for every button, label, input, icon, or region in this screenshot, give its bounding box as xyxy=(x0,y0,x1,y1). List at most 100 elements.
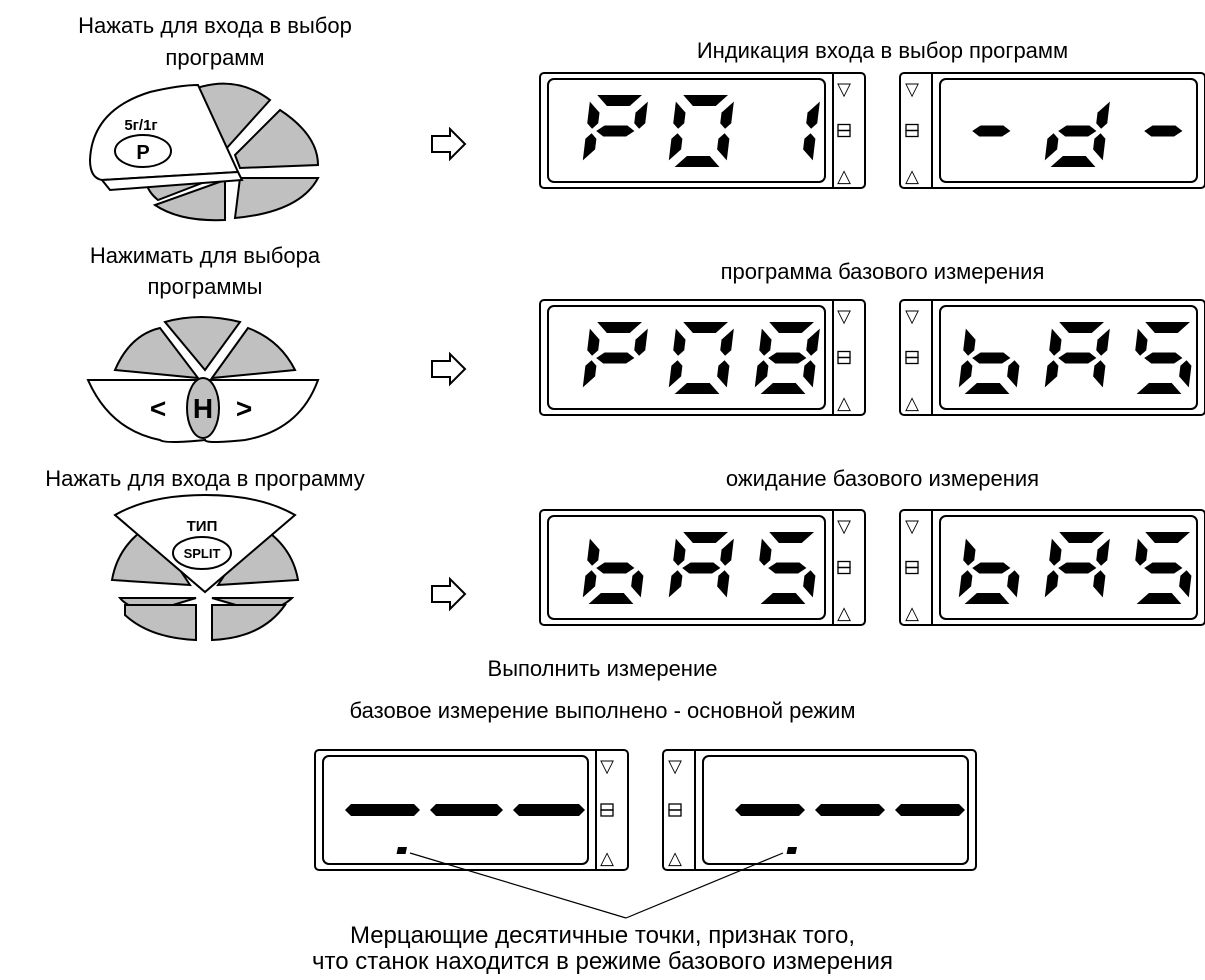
step3-right-display-digit2-segment-g xyxy=(1058,562,1097,574)
step3-left-display-digit2-segment-f xyxy=(673,538,686,566)
footnote-line1: Мерцающие десятичные точки, признак того… xyxy=(349,922,856,949)
keypad-segment-top xyxy=(163,316,242,372)
step2-left-display-digit3-segment-d xyxy=(760,383,806,394)
keypad-segment-bottom-left xyxy=(144,179,211,202)
step1-right-display-down-triangle-icon: ▽ xyxy=(905,79,919,100)
step1-left-display-digit3-segment-c xyxy=(803,133,816,161)
step3-arrow-icon xyxy=(431,576,467,612)
footnote-line2: что станок находится в режиме базового и… xyxy=(312,948,893,975)
final-left-display-up-triangle-icon: △ xyxy=(600,848,614,869)
final-left-display-down-triangle-icon: ▽ xyxy=(600,756,614,777)
keypad-split-label: SPLIT xyxy=(184,546,221,561)
step2-left-display-digit2-segment-c xyxy=(717,360,730,388)
step2-right-display-digit3-segment-c xyxy=(1179,360,1192,388)
final-left-decimal-point xyxy=(396,847,408,854)
step2-right-display-digit2-segment-f xyxy=(1049,328,1062,356)
final-left-dash-3 xyxy=(513,804,585,816)
keypad-segment-right xyxy=(209,326,297,380)
step3-right-display-digit1-segment-f xyxy=(963,538,976,566)
step1-left-display-digit2-segment-f xyxy=(673,101,686,129)
keypad-h-bar xyxy=(86,379,320,443)
step2-instruction-line1: Нажимать для выбора xyxy=(89,243,321,268)
step2-left-display-digit3-segment-b xyxy=(806,328,820,356)
step2-left-display-mode-icon xyxy=(837,350,851,365)
final-right-display-frame xyxy=(662,749,977,871)
keypad-split-key xyxy=(113,493,297,594)
keypad-h-oval xyxy=(186,377,220,439)
step2-left-display-digit3-segment-f xyxy=(759,328,772,356)
keypad-h-label: H xyxy=(193,393,213,424)
step1-right-display-up-triangle-icon: △ xyxy=(905,166,919,187)
step2-right-display-digit3-segment-f xyxy=(1135,328,1148,356)
final-right-decimal-point xyxy=(786,847,798,854)
keypad-left-arrow-label: < xyxy=(150,393,166,424)
step1-left-display-digit1-segment-b xyxy=(634,101,648,129)
step3-right-display-frame xyxy=(899,509,1205,626)
step3-left-display-up-triangle-icon: △ xyxy=(837,603,851,624)
keypad-segment-bottom xyxy=(152,178,226,222)
keypad-p-label: P xyxy=(136,142,149,164)
step1-arrow-icon xyxy=(431,126,467,162)
step2-left-display-digit1-segment-g xyxy=(596,352,635,364)
step2-left-display-frame xyxy=(539,299,866,416)
step3-right-display-mode-icon xyxy=(905,560,919,575)
step2-left-display-digit2-segment-b xyxy=(720,328,734,356)
step3-right-display-digit1-segment-g xyxy=(972,562,1011,574)
keypad-split-small-label: ТИП xyxy=(187,518,218,535)
step3-left-display-digit1-segment-c xyxy=(631,570,644,598)
step1-right-display-mode-icon xyxy=(905,123,919,138)
step2-right-display-digit3-segment-g xyxy=(1144,352,1183,364)
keypad-segment-bottom-left xyxy=(124,604,197,642)
callout-line-right xyxy=(625,852,784,919)
step3-left-display-digit3-segment-a xyxy=(769,532,815,543)
step3-left-display-digit3-segment-c xyxy=(803,570,816,598)
step2-right-display-up-triangle-icon: △ xyxy=(905,393,919,414)
keypad-right-arrow-label: > xyxy=(236,393,252,424)
step2-left-display-digit2-segment-a xyxy=(683,322,729,333)
step1-right-display-digit2-segment-b xyxy=(1096,101,1110,129)
step2-left-display-digit2-segment-e xyxy=(668,360,683,388)
step3-right-display-digit2-segment-e xyxy=(1044,570,1059,598)
step2-display-caption: программа базового измерения xyxy=(720,259,1045,284)
step3-right-display-digit3-segment-a xyxy=(1145,532,1191,543)
step1-right-display-digit2-segment-g xyxy=(1058,125,1097,137)
step2-right-display-digit2-segment-b xyxy=(1096,328,1110,356)
step1-left-display-digit2-segment-b xyxy=(720,101,734,129)
step2-right-display-digit1-segment-d xyxy=(964,383,1010,394)
step2-left-display-digit1-segment-b xyxy=(634,328,648,356)
final-right-display-down-triangle-icon: ▽ xyxy=(668,756,682,777)
step3-left-display-digit3-segment-g xyxy=(768,562,807,574)
perform-measurement-label: Выполнить измерение xyxy=(487,656,718,681)
step3-right-display-digit3-segment-d xyxy=(1136,593,1182,604)
keypad-segment-right-upper xyxy=(216,523,300,587)
step3-right-display-digit3-segment-g xyxy=(1144,562,1183,574)
step2-right-display-digit2-segment-a xyxy=(1059,322,1105,333)
step2-right-display-digit2-segment-e xyxy=(1044,360,1059,388)
step2-left-display-down-triangle-icon: ▽ xyxy=(837,306,851,327)
step2-left-display-digit3-segment-g xyxy=(768,352,807,364)
final-right-display-screen xyxy=(702,755,969,865)
step2-left-display-digit1-segment-a xyxy=(597,322,643,333)
keypad-split-oval xyxy=(172,536,232,570)
final-left-dash-2 xyxy=(430,804,503,816)
step1-right-display-digit2-segment-e xyxy=(1044,133,1059,161)
step3-right-display-digit2-segment-a xyxy=(1059,532,1105,543)
step3-display-caption: ожидание базового измерения xyxy=(725,466,1040,491)
step2-right-display-mode-icon xyxy=(905,350,919,365)
step1-left-display-digit1-segment-g xyxy=(596,125,635,137)
step3-left-display-screen xyxy=(547,515,826,620)
step2-left-display-digit1-segment-e xyxy=(582,360,597,388)
step2-right-display-digit2-segment-g xyxy=(1058,352,1097,364)
keypad-p-oval xyxy=(114,134,172,168)
keypad-segment-left xyxy=(113,326,201,380)
final-left-display-mode-icon xyxy=(600,803,614,817)
step3-instruction: Нажать для входа в программу xyxy=(45,466,365,491)
step2-right-display-digit1-segment-e xyxy=(958,360,973,388)
keypad-segment-top xyxy=(178,82,272,152)
step1-left-display-digit3-segment-b xyxy=(806,101,820,129)
keypad-p-key xyxy=(88,83,240,182)
step3-right-display-digit3-segment-f xyxy=(1135,538,1148,566)
final-right-dash-3 xyxy=(895,804,965,816)
step3-right-display-digit2-segment-f xyxy=(1049,538,1062,566)
final-left-display-frame xyxy=(314,749,629,871)
